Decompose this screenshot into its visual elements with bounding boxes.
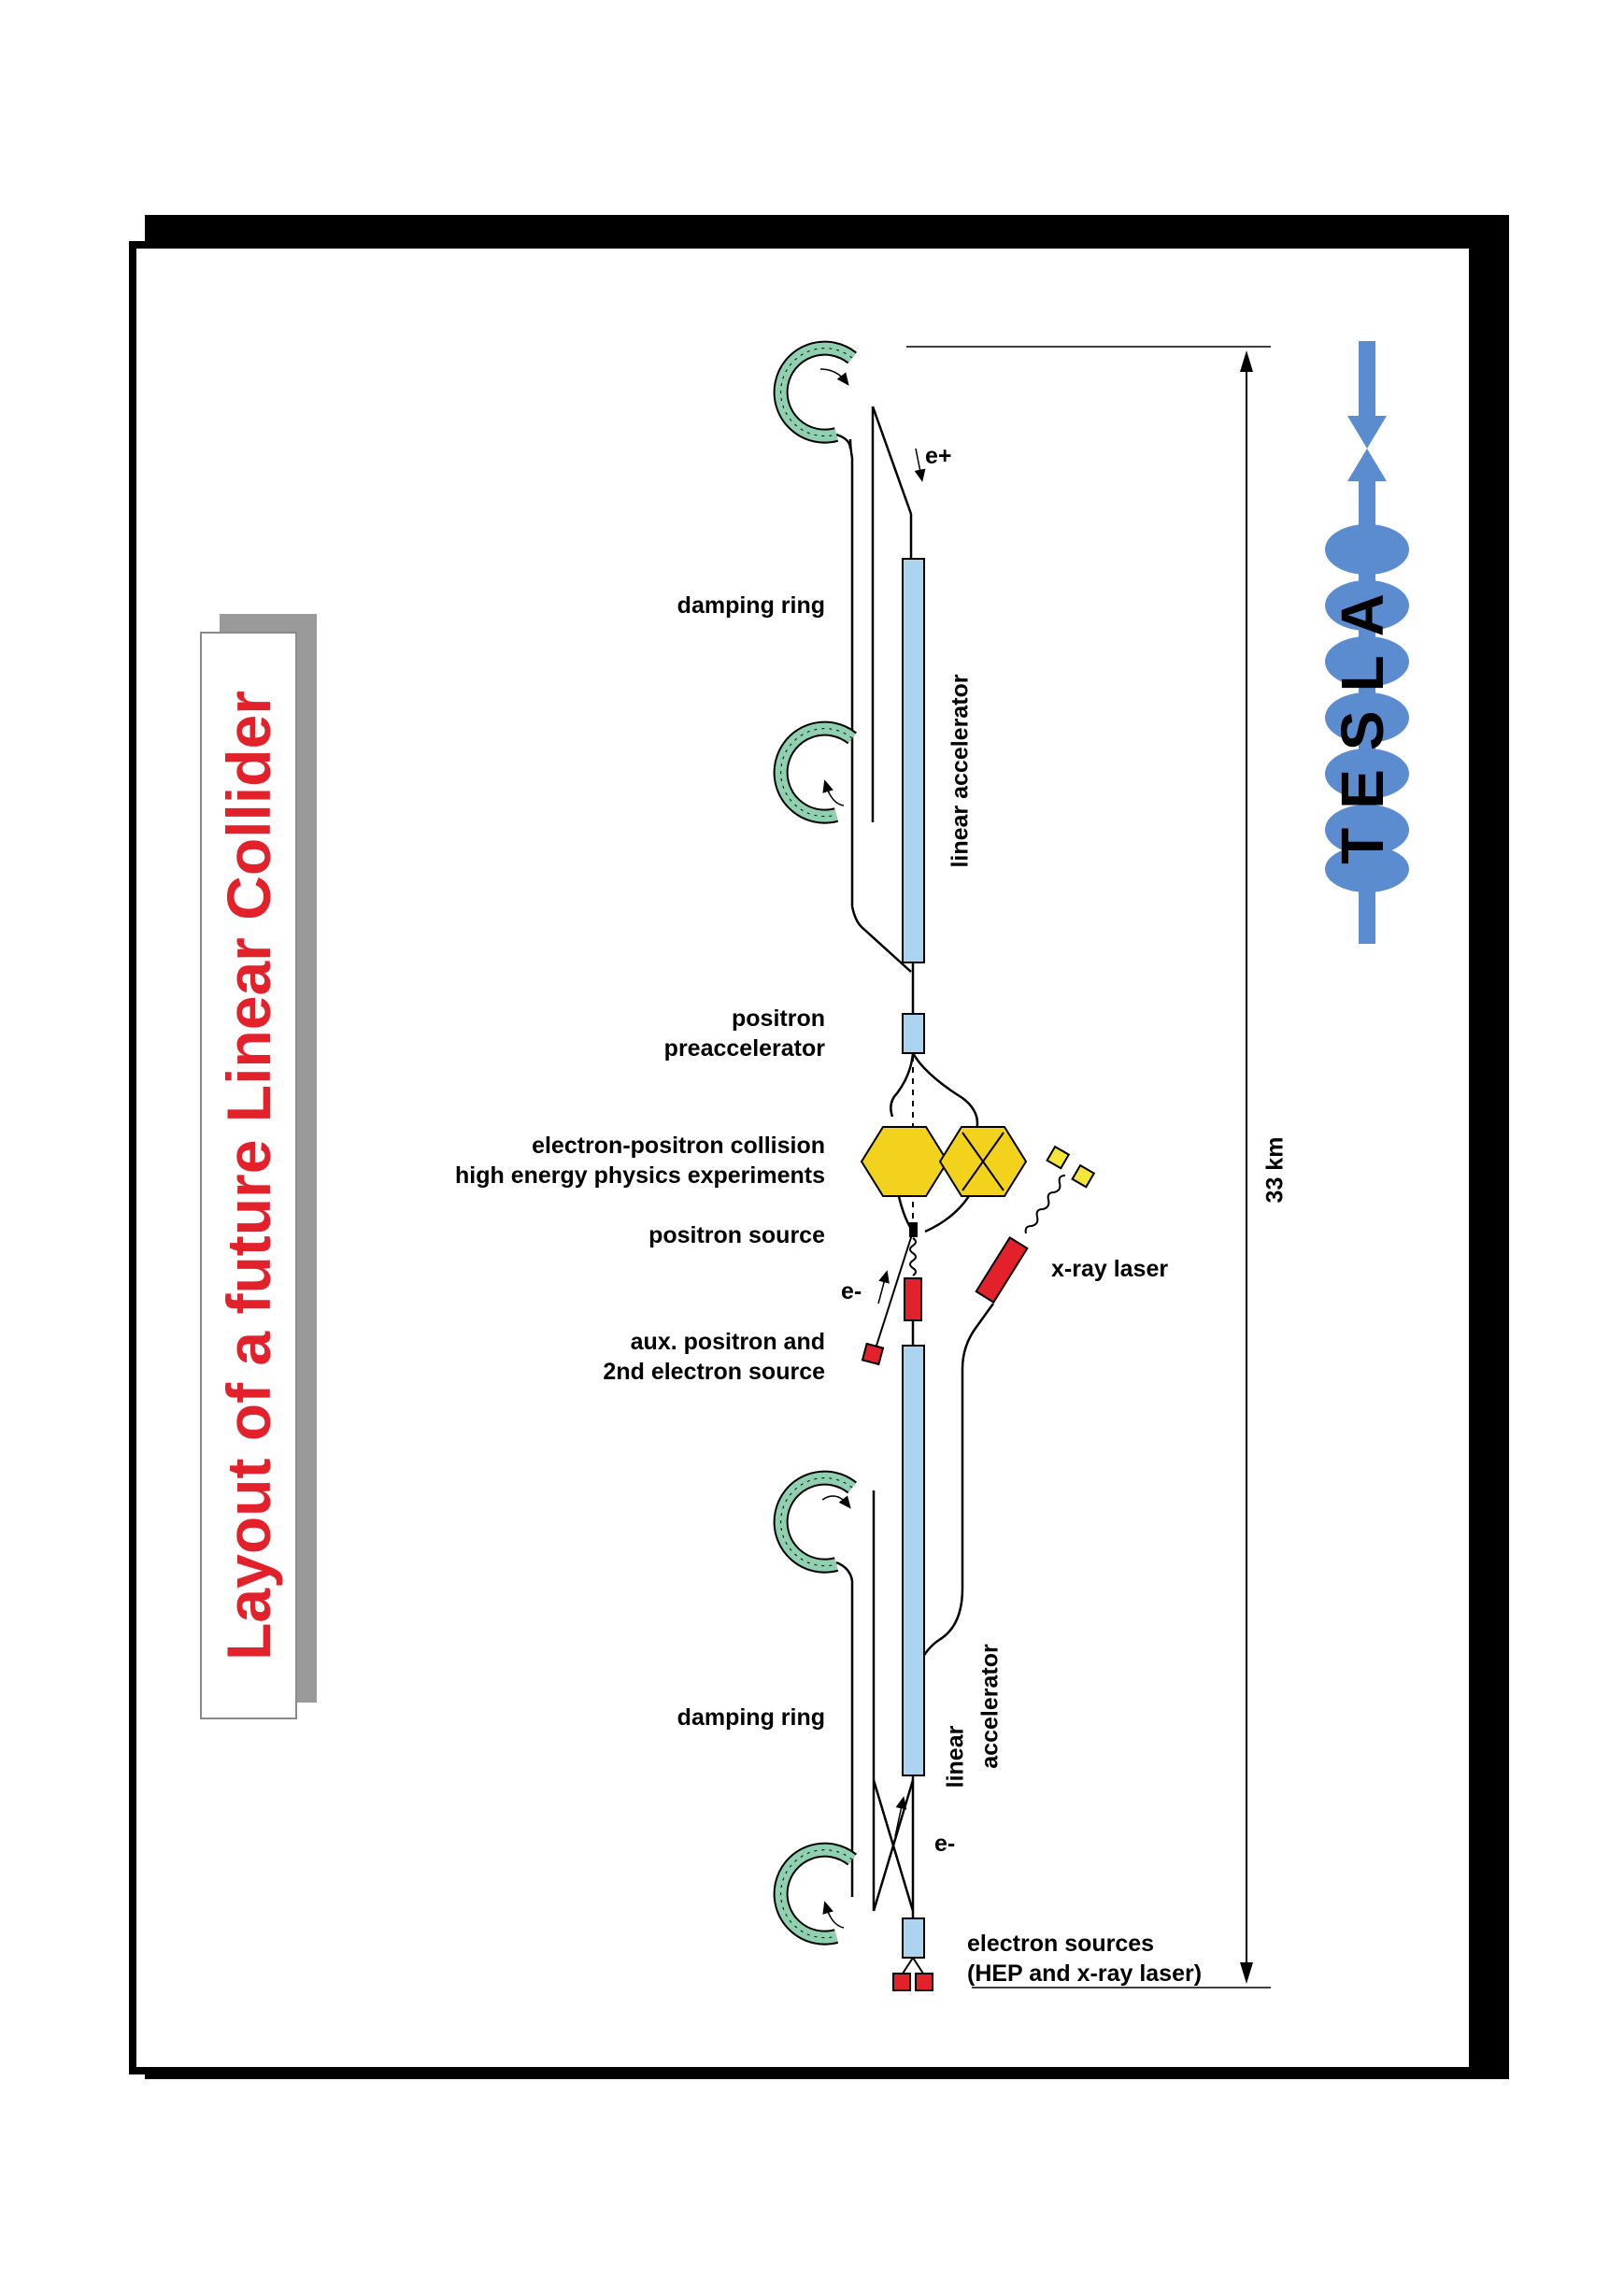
page-frame: [129, 241, 1476, 2074]
label-positron-source: positron source: [648, 1222, 825, 1248]
label-xray-laser: x-ray laser: [1051, 1256, 1169, 1282]
label-electron-sources-line1: electron sources: [967, 1931, 1155, 1957]
electron-source-injector: [902, 1917, 925, 1959]
label-e-minus-bottom: e-: [934, 1831, 956, 1857]
positron-direction-arrow: [914, 448, 926, 482]
label-collision-line1: electron-positron collision: [532, 1133, 825, 1159]
top-damping-ring-arc-1: [773, 340, 857, 444]
label-linear-accelerator-bottom-line1: linear: [942, 1725, 969, 1789]
positron-source-target: [904, 1277, 922, 1321]
top-ring-beamlines: [835, 406, 913, 973]
positron-source-undulator: [909, 1222, 918, 1276]
label-length: 33 km: [1261, 1136, 1289, 1204]
bottom-damping-ring-arc-2: [773, 1842, 857, 1946]
label-aux-line2: 2nd electron source: [603, 1359, 825, 1385]
label-damping-ring-top: damping ring: [677, 592, 825, 619]
top-damping-ring-arc-2: [773, 720, 857, 824]
detector-1: [860, 1126, 949, 1197]
label-linear-accelerator-top: linear accelerator: [947, 674, 974, 868]
aux-source: [861, 1231, 914, 1366]
label-e-minus-mid: e-: [841, 1278, 862, 1304]
label-positron-pre-line1: positron: [732, 1005, 825, 1032]
length-arrow: [1240, 350, 1253, 1984]
label-damping-ring-bottom: damping ring: [677, 1704, 825, 1731]
xray-laser: [975, 1145, 1096, 1304]
electron-sources: [892, 1957, 933, 1991]
xray-laser-line: [916, 1303, 995, 1669]
bottom-ring-beamlines: [835, 1490, 915, 1912]
label-e-plus: e+: [925, 443, 952, 469]
label-linear-accelerator-bottom-line2: accelerator: [976, 1644, 1004, 1769]
logo-text: TESLA: [1329, 575, 1396, 864]
label-aux-line1: aux. positron and: [630, 1329, 825, 1355]
title-box: [200, 632, 297, 1719]
tesla-logo: TESLA: [1325, 341, 1409, 944]
positron-preaccelerator: [902, 1013, 925, 1054]
bottom-damping-ring-arc-1: [773, 1470, 857, 1574]
top-linear-accelerator: [902, 558, 925, 963]
bottom-linear-accelerator: [902, 1345, 925, 1776]
label-electron-sources-line2: (HEP and x-ray laser): [967, 1960, 1203, 1987]
detector-2: [938, 1126, 1028, 1197]
label-collision-line2: high energy physics experiments: [455, 1162, 825, 1189]
label-positron-pre-line2: preaccelerator: [663, 1035, 825, 1062]
